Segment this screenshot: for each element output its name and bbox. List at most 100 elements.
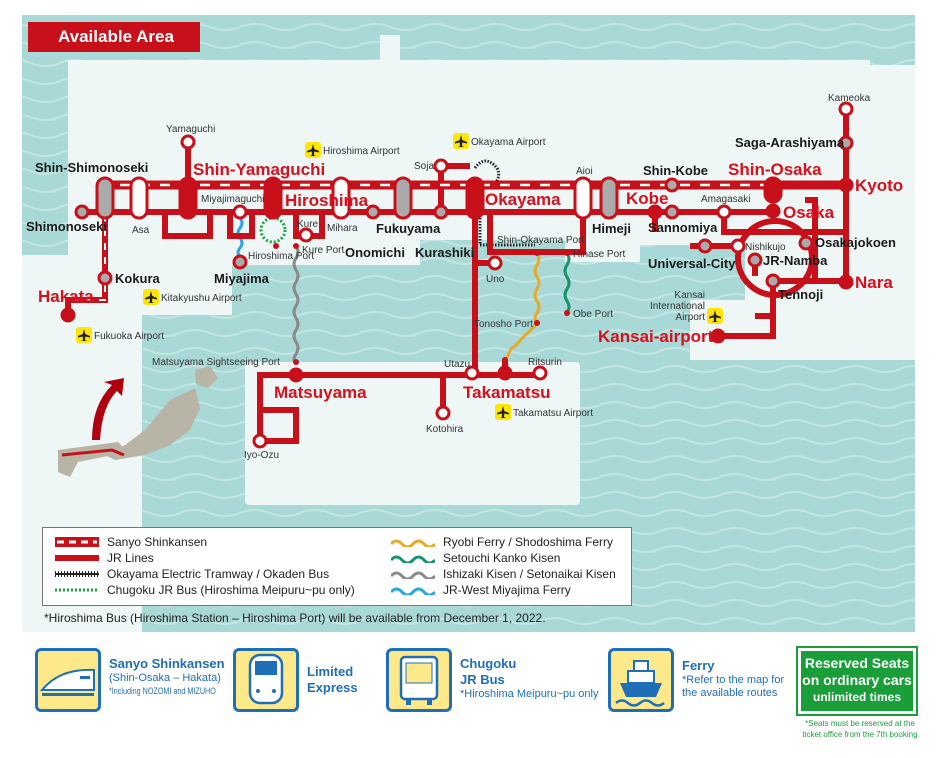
legend-label: Ryobi Ferry / Shodoshima Ferry <box>443 535 614 549</box>
legend-label: Okayama Electric Tramway / Okaden Bus <box>107 567 330 581</box>
station-label: Matsuyama <box>274 383 367 402</box>
setouchi-ferry-route <box>563 252 571 314</box>
airplane-icon <box>707 308 723 324</box>
feature-title: Ferry <box>682 658 715 673</box>
legend-item-ishizaki: Ishizaki Kisen / Setonaikai Kisen <box>391 566 616 582</box>
reserved-line: Reserved Seats <box>804 655 910 671</box>
airport-label: Takamatsu Airport <box>513 408 593 419</box>
station-label: Takamatsu <box>463 383 551 402</box>
airport-label: Fukuoka Airport <box>94 331 164 342</box>
port-markers <box>273 243 570 365</box>
legend-item-tram: Okayama Electric Tramway / Okaden Bus <box>55 566 329 582</box>
feature-shinkansen: Sanyo Shinkansen(Shin-Osaka – Hakata) *In… <box>35 648 229 712</box>
station-label: Amagasaki <box>701 194 750 205</box>
station-label: Shin-Kobe <box>643 163 708 178</box>
limited-express-icon <box>233 648 299 712</box>
legend-item-ryobi: Ryobi Ferry / Shodoshima Ferry <box>391 534 613 550</box>
station-label: Shimonoseki <box>26 219 107 234</box>
rail-map: Shin-Shimonoseki Shimonoseki Asa Yamaguc… <box>22 15 915 632</box>
station-label: Hinase Port <box>573 249 625 260</box>
station-label: Onomichi <box>345 245 405 260</box>
legend-item-miyajima: JR-West Miyajima Ferry <box>391 582 571 598</box>
legend-label: Setouchi Kanko Kisen <box>443 551 561 565</box>
ferry-icon <box>608 648 674 712</box>
station-label: Okayama <box>485 190 561 209</box>
station-label: Uno <box>486 274 505 285</box>
bus-icon <box>386 648 452 712</box>
station-label: Universal-City <box>648 256 736 271</box>
station-label: Shin-Okayama Port <box>497 235 584 246</box>
reserved-line: unlimited times <box>812 690 901 704</box>
legend-label: Sanyo Shinkansen <box>107 535 208 549</box>
station-label: Nishikujo <box>745 242 786 253</box>
station-label: Kure <box>297 219 319 230</box>
station-label: Tonosho Port <box>474 319 533 330</box>
station-label: Mihara <box>327 223 358 234</box>
station-label: Iyo-Ozu <box>244 450 279 461</box>
okaden-tramway <box>473 159 535 247</box>
airplane-icon <box>495 404 511 420</box>
station-label: Kobe <box>626 189 669 208</box>
station-label: Miyajima <box>214 271 270 286</box>
station-label: Miyajimaguchi <box>201 194 264 205</box>
legend-label: Ishizaki Kisen / Setonaikai Kisen <box>443 567 616 581</box>
station-label: Asa <box>132 225 150 236</box>
shinkansen-icon <box>35 648 101 712</box>
station-label: Hakata <box>38 287 94 306</box>
legend-label: JR-West Miyajima Ferry <box>443 583 571 597</box>
station-label: Kurashiki <box>415 245 474 260</box>
legend-label: JR Lines <box>107 551 154 565</box>
station-label: Fukuyama <box>376 221 441 236</box>
airplane-icon <box>305 142 321 158</box>
reserved-seats-badge: Reserved Seats on ordinary cars unlimite… <box>796 646 918 716</box>
feature-title: Chugoku <box>460 656 517 671</box>
station-label: Soja <box>414 161 434 172</box>
feature-note: the available routes <box>682 687 778 699</box>
ryobi-ferry-route <box>503 252 541 364</box>
station-label: Himeji <box>592 221 631 236</box>
feature-title: Limited <box>307 664 354 679</box>
airplane-icon <box>76 327 92 343</box>
station-label: Kure Port <box>302 245 344 256</box>
feature-title: Express <box>307 680 358 695</box>
station-label: Ritsurin <box>528 357 562 368</box>
feature-title: JR Bus <box>460 672 505 687</box>
feature-title: Sanyo Shinkansen <box>109 656 225 671</box>
feature-subtitle: (Shin-Osaka – Hakata) <box>109 672 221 684</box>
feature-note: *Including NOZOMI and MIZUHO <box>109 686 216 696</box>
station-label: Aioi <box>576 166 593 177</box>
reserved-line: on ordinary cars <box>802 672 912 688</box>
station-label: Kameoka <box>828 93 871 104</box>
station-label: Yamaguchi <box>166 124 215 135</box>
station-label: Kotohira <box>426 424 464 435</box>
legend: Sanyo Shinkansen JR Lines Okayama Electr… <box>42 527 632 606</box>
airplane-icon <box>453 133 469 149</box>
airport-label: Okayama Airport <box>471 137 546 148</box>
feature-note: *Refer to the map for <box>682 674 785 686</box>
station-label: Nara <box>855 273 893 292</box>
arrow-icon <box>92 378 124 440</box>
ishizaki-ferry-route <box>292 245 300 366</box>
legend-item-jr: JR Lines <box>55 550 154 566</box>
airport-label: Kansai <box>674 290 705 301</box>
legend-item-bus: Chugoku JR Bus (Hiroshima Meipuru~pu onl… <box>55 582 355 598</box>
legend-item-shinkansen: Sanyo Shinkansen <box>55 534 207 550</box>
station-label: Shin-Shimonoseki <box>35 160 148 175</box>
station-label: Matsuyama Sightseeing Port <box>152 357 280 368</box>
station-label: Kyoto <box>855 176 903 195</box>
station-label: Hiroshima Port <box>248 251 314 262</box>
page-title: Available Area <box>28 22 200 52</box>
airplane-icon <box>143 289 159 305</box>
station-label: Osaka <box>783 203 835 222</box>
station-label: Shin-Osaka <box>728 160 822 179</box>
airport-label: Hiroshima Airport <box>323 146 400 157</box>
station-markers <box>60 101 854 449</box>
japan-inset-map <box>58 366 218 477</box>
station-label: Shin-Yamaguchi <box>193 160 325 179</box>
station-label: Sannomiya <box>648 220 718 235</box>
airport-label: Airport <box>676 312 706 323</box>
